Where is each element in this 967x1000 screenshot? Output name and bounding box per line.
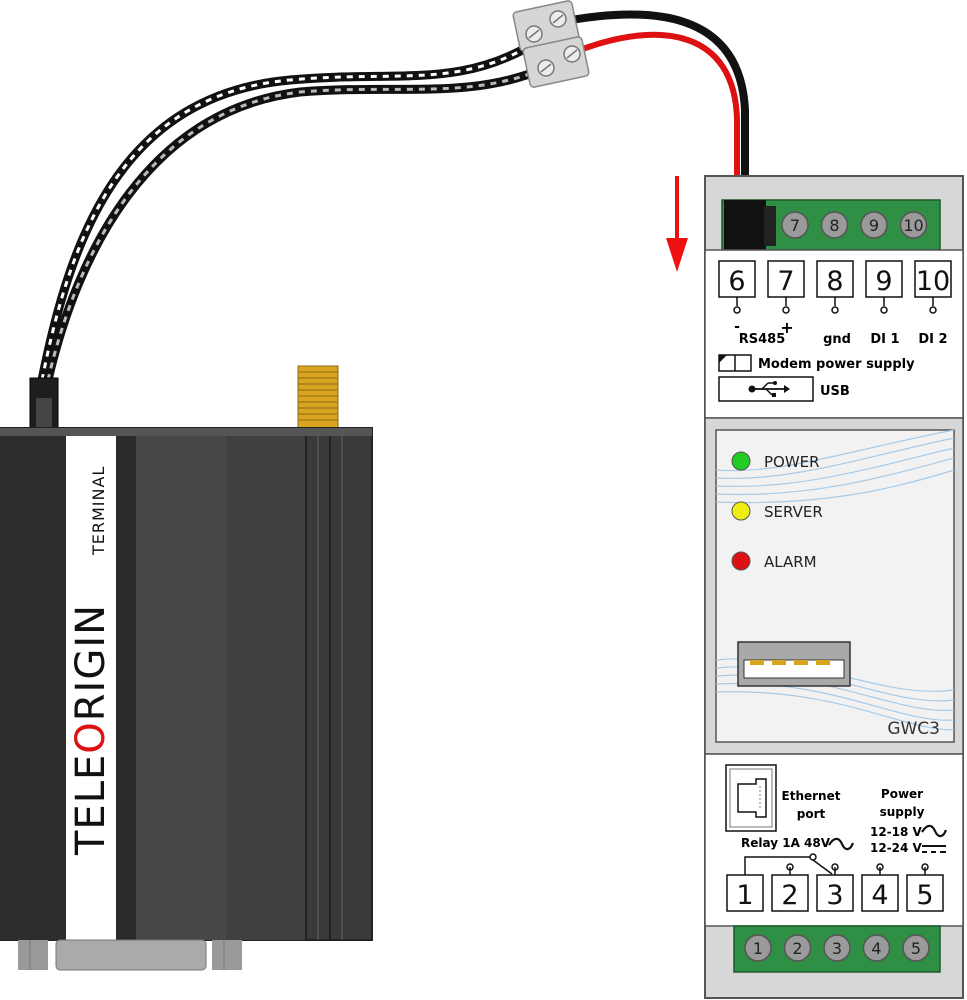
top-terminal-box: 7 bbox=[767, 260, 805, 314]
bottom-terminal-box: 1 bbox=[726, 874, 764, 912]
bottom-terminal-screw: 5 bbox=[902, 934, 930, 962]
usb-label: USB bbox=[820, 384, 850, 399]
bottom-terminal-box-number: 2 bbox=[781, 880, 798, 911]
power-label-line2: supply bbox=[880, 805, 925, 819]
gateway-device: 7 8 9 10 6 7 8 9 10 - + RS485 gnd DI 1 DI 2 Mod… bbox=[704, 175, 964, 999]
led-label: SERVER bbox=[764, 503, 823, 521]
top-terminal-box: 8 bbox=[816, 260, 854, 314]
rs485-label: RS485 bbox=[739, 332, 786, 347]
led-label: ALARM bbox=[764, 553, 817, 571]
power-ac-label: 12-18 V bbox=[870, 825, 923, 839]
top-terminal-box-number: 10 bbox=[916, 266, 950, 297]
ac-symbol-icon bbox=[921, 824, 948, 838]
bottom-terminal-screw: 2 bbox=[783, 934, 812, 962]
bottom-terminal-box-number: 5 bbox=[916, 880, 933, 911]
brand-text-suffix: RIGIN bbox=[68, 604, 114, 721]
top-terminal-box: 10 bbox=[914, 260, 952, 314]
bottom-terminal-number: 3 bbox=[832, 939, 842, 958]
top-terminal-box: 9 bbox=[865, 260, 903, 314]
top-terminal-number: 10 bbox=[903, 216, 923, 235]
top-terminal-number: 9 bbox=[869, 216, 879, 235]
plus-sign: + bbox=[780, 318, 793, 337]
usb-icon bbox=[748, 381, 790, 397]
top-terminal-screw: 8 bbox=[820, 211, 849, 239]
bottom-terminal-number: 4 bbox=[871, 939, 881, 958]
top-terminal-box: 6 bbox=[718, 260, 756, 314]
led-icon bbox=[731, 451, 751, 471]
bottom-terminal-screw: 3 bbox=[823, 934, 851, 962]
ethernet-label-line1: Ethernet bbox=[782, 789, 841, 803]
led-label: POWER bbox=[764, 453, 820, 471]
top-terminal-screw: 7 bbox=[781, 211, 809, 239]
bottom-terminal-box: 5 bbox=[906, 874, 944, 912]
led-indicator-alarm: ALARM bbox=[731, 551, 817, 571]
top-terminal-number: 7 bbox=[790, 216, 800, 235]
gsm-modem: TELEORIGIN TERMINAL bbox=[0, 365, 373, 971]
power-dc-label: 12-24 V bbox=[870, 841, 923, 855]
rs485-cable bbox=[37, 36, 547, 382]
bottom-terminal-box-number: 1 bbox=[736, 880, 753, 911]
dc-symbol-icon bbox=[922, 845, 946, 853]
modem-power-plug bbox=[724, 200, 766, 250]
bottom-terminal-box: 3 bbox=[816, 874, 854, 912]
relay-wiring bbox=[744, 853, 929, 875]
svg-text:TELEORIGIN: TELEORIGIN bbox=[68, 604, 114, 856]
minus-sign: - bbox=[734, 319, 740, 335]
bottom-terminal-box: 4 bbox=[861, 874, 899, 912]
top-terminal-screw: 9 bbox=[860, 211, 888, 239]
ethernet-icon bbox=[725, 764, 777, 832]
top-terminal-box-number: 8 bbox=[826, 266, 843, 297]
top-terminal-box-number: 7 bbox=[777, 266, 794, 297]
wire-connector-block bbox=[512, 0, 590, 88]
label-strip bbox=[66, 428, 116, 940]
led-indicator-power: POWER bbox=[731, 451, 820, 471]
ethernet-label-line2: port bbox=[797, 807, 826, 821]
bottom-terminal-number: 2 bbox=[792, 939, 802, 958]
relay-ac-symbol-icon bbox=[828, 837, 855, 851]
bottom-terminal-box: 2 bbox=[771, 874, 809, 912]
di2-label: DI 2 bbox=[918, 332, 947, 347]
led-icon bbox=[731, 501, 751, 521]
insert-direction-arrow bbox=[666, 176, 688, 272]
db-connector bbox=[55, 939, 207, 971]
top-terminal-number: 8 bbox=[829, 216, 839, 235]
bottom-terminal-screw: 1 bbox=[744, 934, 772, 962]
brand-text: TELE bbox=[68, 754, 114, 856]
brand-o: O bbox=[68, 721, 114, 753]
modem-power-label: Modem power supply bbox=[758, 357, 915, 372]
antenna-connector bbox=[297, 365, 339, 429]
bottom-terminal-screw: 4 bbox=[862, 934, 891, 962]
top-terminal-box-number: 9 bbox=[875, 266, 892, 297]
top-terminal-screw: 10 bbox=[899, 211, 928, 239]
modem-model-label: TERMINAL bbox=[89, 466, 108, 556]
relay-label: Relay 1A 48V bbox=[741, 836, 831, 850]
gnd-label: gnd bbox=[823, 332, 851, 347]
bottom-terminal-box-number: 3 bbox=[826, 880, 843, 911]
bottom-terminal-number: 5 bbox=[911, 939, 921, 958]
bottom-terminal-box-number: 4 bbox=[871, 880, 888, 911]
led-icon bbox=[731, 551, 751, 571]
power-label-line1: Power bbox=[881, 787, 923, 801]
bottom-terminal-number: 1 bbox=[753, 939, 763, 958]
model-name: GWC3 bbox=[887, 719, 940, 739]
led-indicator-server: SERVER bbox=[731, 501, 823, 521]
di1-label: DI 1 bbox=[870, 332, 899, 347]
top-terminal-box-number: 6 bbox=[728, 266, 745, 297]
power-cable bbox=[559, 10, 749, 205]
